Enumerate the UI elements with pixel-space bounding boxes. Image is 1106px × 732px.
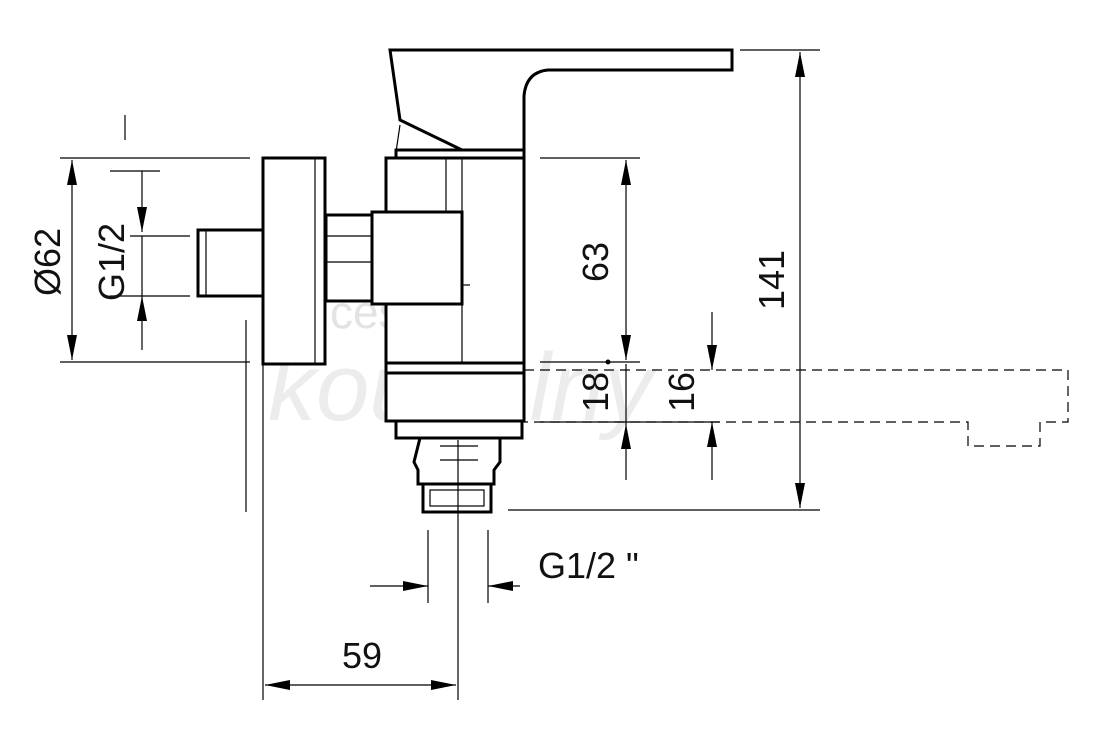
connector-front (370, 210, 464, 306)
arrow-18-bottom (621, 424, 631, 449)
extension-lines (60, 49, 820, 700)
inlet-pipe (196, 228, 265, 298)
diverter-body (384, 371, 526, 423)
label-height-141: 141 (751, 250, 792, 310)
arrow-16-bottom (707, 422, 717, 447)
outlet-nut (421, 482, 493, 514)
lever-handle (388, 48, 734, 152)
arrow-63-bottom (621, 335, 631, 360)
dimension-labels: Ø62 G1/2 63 141 18 16 G1/2 " 59 (27, 223, 792, 676)
diverter-base (394, 419, 524, 440)
arrow-141-bottom (795, 483, 805, 508)
outlet-neck (412, 436, 502, 486)
label-height-63: 63 (575, 242, 616, 282)
arrow-g12o-right (488, 581, 513, 591)
outlet-nut-inner (429, 489, 485, 507)
arrow-59-right (431, 680, 456, 690)
dim-18-dot (605, 359, 611, 365)
arrow-16-top (707, 345, 717, 370)
spout-dashed (524, 369, 1069, 447)
label-width-59: 59 (342, 635, 382, 676)
label-thread-outlet: G1/2 " (538, 545, 639, 586)
arrow-d62-top (67, 160, 77, 185)
arrow-63-top (621, 160, 631, 185)
arrow-g12-top (137, 207, 147, 232)
wall-flange (261, 156, 327, 366)
dimension-lines (67, 52, 805, 690)
mixer-body (196, 48, 1069, 514)
arrow-141-top (795, 52, 805, 77)
label-diameter-flange: Ø62 (27, 228, 68, 296)
arrow-59-left (265, 680, 290, 690)
arrow-g12o-left (403, 581, 428, 591)
label-height-16: 16 (661, 372, 702, 412)
label-height-18: 18 (575, 372, 616, 412)
arrow-d62-bottom (67, 335, 77, 360)
label-thread-inlet: G1/2 (91, 223, 132, 301)
arrow-g12-bottom (137, 296, 147, 321)
connector-nut (324, 213, 374, 303)
